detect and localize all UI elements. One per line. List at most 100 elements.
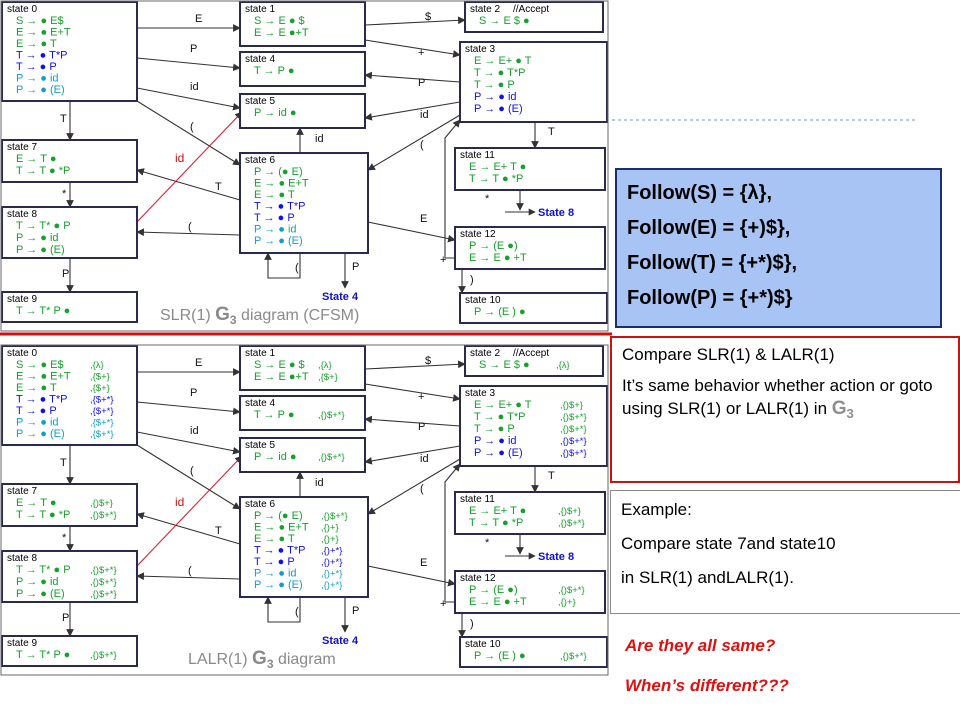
transition-label: P (190, 387, 197, 399)
lr-item: T → ● T*P (254, 545, 305, 557)
grammar-symbol: G (831, 398, 847, 419)
transition-label: id (190, 81, 199, 93)
compare-body: It’s same behavior whether action or got… (622, 374, 950, 421)
ref-state-4: State 4 (322, 291, 359, 303)
transition-label: * (62, 532, 67, 544)
lookahead: ,{)$+*} (90, 577, 117, 588)
lr-item: S → E $ ● (479, 15, 530, 27)
lr-item: P → ● id (254, 224, 297, 236)
transition-arrow (136, 228, 241, 237)
lookahead: ,{)+*} (321, 557, 342, 568)
lookahead: ,{)$+} (90, 498, 113, 509)
state-title: state 11 (460, 150, 495, 161)
lr-item: E → ● T (254, 189, 295, 201)
transition-label: + (440, 254, 446, 266)
state-frame (454, 491, 606, 535)
state-title: state 6 (245, 499, 275, 510)
transition-label: P (62, 612, 69, 624)
transition-label: + (418, 391, 424, 403)
state-6-box: state 6P → (● E)E → ● E+TE → ● TT → ● T*… (239, 152, 369, 254)
lr-item: E → E ●+T (254, 371, 309, 383)
transition-label: ( (295, 262, 299, 274)
state-title: state 3 (465, 44, 495, 55)
state-title: state 5 (245, 96, 275, 107)
state-title: state 3 (465, 388, 495, 399)
lr-item: S → E ● $ (254, 359, 305, 371)
transition-label: $ (425, 11, 431, 23)
state-frame (239, 152, 369, 254)
transition-arrow (367, 114, 461, 171)
state-frame (239, 93, 366, 129)
lr-item: T → ● T*P (254, 201, 305, 213)
state-11-box: state 11E → E+ T ●,{)$+}T → T ● *P,{)$+*… (454, 491, 606, 535)
state-title: state 1 (245, 4, 275, 15)
state-title: state 8 (7, 553, 37, 564)
ref-state-8: State 8 (538, 551, 574, 563)
lr-item: P → ● id (16, 576, 59, 588)
lookahead: ,{$+*} (90, 406, 114, 417)
transition-label: P (352, 605, 359, 617)
state-7-box: state 7E → T ●,{)$+}T → T ● *P,{)$+*} (1, 483, 138, 527)
question-different: When’s different??? (625, 676, 789, 695)
state-title: state 6 (245, 155, 275, 166)
transition-arrow (136, 57, 241, 72)
lr-item: P → ● id (16, 417, 59, 429)
transition-arrow-id (136, 111, 243, 223)
lr-item: P → (E ) ● (474, 650, 526, 662)
state-frame (459, 292, 608, 324)
transition-label: ) (470, 274, 474, 286)
transition-arrow (364, 71, 461, 83)
lr-item: T → ● T*P (474, 411, 525, 423)
panel-frame (0, 0, 609, 332)
lr-item: T → ● T*P (16, 50, 67, 62)
transition-arrow (364, 16, 466, 26)
transition-arrow (364, 415, 461, 427)
lr-item: T → ● P (254, 556, 295, 568)
lookahead: ,{$+*} (90, 395, 114, 406)
lr-item: E → E ● +T (469, 596, 527, 608)
lookahead: ,{)$+*} (318, 410, 345, 421)
transition-arrow (364, 39, 461, 58)
lr-item: P → id ● (254, 451, 297, 463)
lookahead: ,{)+*} (321, 580, 342, 591)
state-frame (239, 1, 366, 47)
transition-arrow (264, 596, 301, 623)
transition-label: ( (420, 139, 424, 151)
state-frame (239, 51, 366, 87)
lr-item: P → (● E) (254, 510, 303, 522)
transition-arrow (136, 87, 241, 111)
state-frame (1, 635, 138, 667)
state-note: //Accept (513, 4, 549, 15)
lookahead: ,{)$+*} (321, 511, 348, 522)
transition-arrow (367, 221, 456, 243)
transition-label: ( (190, 465, 194, 477)
lr-item: T → ● T*P (16, 394, 67, 406)
transition-label: ( (188, 221, 192, 233)
lr-item: E → ● E+T (16, 371, 71, 383)
lookahead: ,{$+} (90, 383, 110, 394)
transition-arrow (136, 444, 241, 510)
follow-s: Follow(S) = {λ}, (627, 182, 773, 204)
lr-item: E → T ● (16, 153, 56, 165)
diagram-caption: SLR(1) G3 diagram (CFSM) (160, 304, 359, 327)
state-12-box: state 12P → (E ●),{)$+*}E → E ● +T,{)+} (454, 570, 606, 614)
state-title: state 2 (470, 348, 500, 359)
lookahead: ,{)+*} (321, 546, 342, 557)
example-label: Example: (621, 500, 692, 519)
state-title: state 4 (245, 54, 275, 65)
state-title: state 8 (7, 209, 37, 220)
lookahead: ,{$+} (90, 372, 110, 383)
state-title: state 0 (7, 348, 37, 359)
transition-arrow (136, 100, 241, 166)
lookahead: ,{$+*} (90, 418, 114, 429)
lr-item: P → ● id (474, 91, 517, 103)
lr-item: E → ● E+T (16, 27, 71, 39)
state-title: state 10 (465, 639, 501, 650)
transition-label: P (418, 77, 425, 89)
state-5-box: state 5P → id ●,{)$+*} (239, 437, 366, 473)
